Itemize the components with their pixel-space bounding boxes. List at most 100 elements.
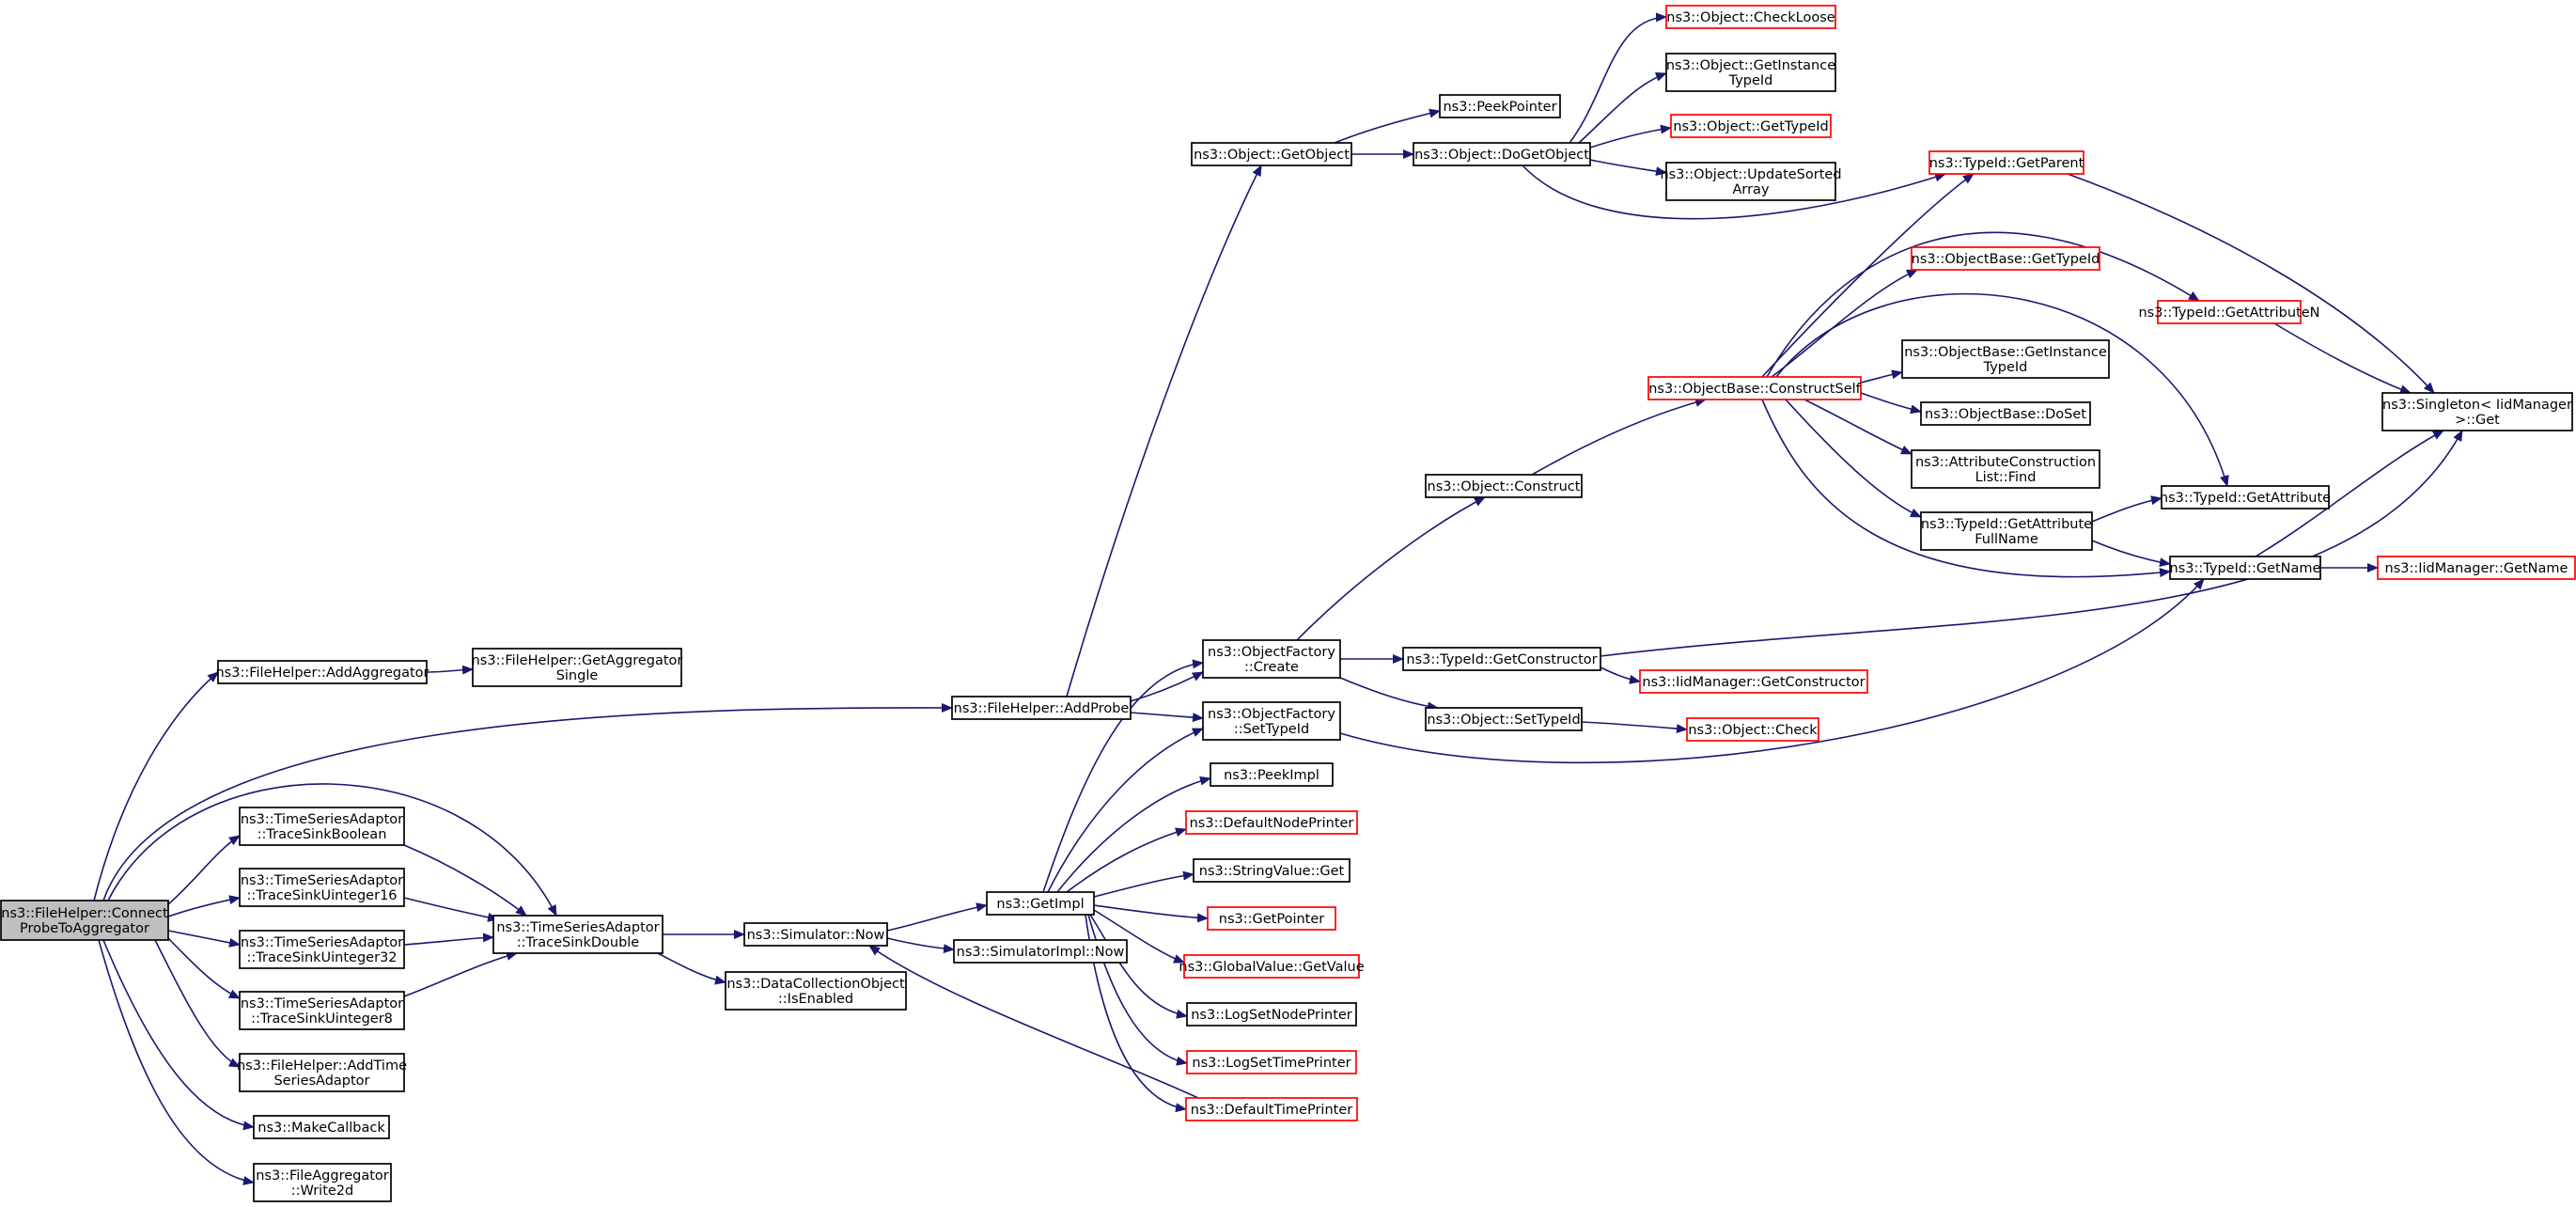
node-type-id-get-parent[interactable]: ns3::TypeId::GetParent [1928,150,2084,175]
node-global-value-get-value[interactable]: ns3::GlobalValue::GetValue [1179,954,1365,979]
node-label: ns3::LogSetNodePrinter [1191,1008,1352,1023]
node-log-set-time-printer[interactable]: ns3::LogSetTimePrinter [1186,1050,1357,1074]
node-string-value-get[interactable]: ns3::StringValue::Get [1193,858,1350,883]
node-label: ::TraceSinkUinteger32 [246,950,397,965]
edge-path [1522,165,1946,220]
node-label: ns3::TypeId::GetParent [1929,156,2084,171]
node-label: ns3::FileAggregator [256,1168,389,1183]
node-trace-sink-uinteger8[interactable]: ns3::TimeSeriesAdaptor::TraceSinkUintege… [239,991,405,1030]
node-simulator-now[interactable]: ns3::Simulator::Now [743,922,888,947]
node-object-construct[interactable]: ns3::Object::Construct [1425,474,1583,498]
edge-path [1531,398,1707,476]
node-simulator-impl-now[interactable]: ns3::SimulatorImpl::Now [953,939,1128,964]
node-object-base-do-set[interactable]: ns3::ObjectBase::DoSet [1920,401,2091,426]
node-peek-impl[interactable]: ns3::PeekImpl [1210,762,1334,787]
node-box [1185,1097,1358,1121]
node-label: ns3::ObjectFactory [1208,645,1335,660]
node-get-impl[interactable]: ns3::GetImpl [986,891,1095,916]
node-label: ns3::Object::GetTypeId [1673,119,1828,134]
node-box [1665,162,1836,201]
node-make-callback[interactable]: ns3::MakeCallback [253,1115,390,1139]
node-label: ns3::PeekImpl [1224,768,1319,783]
call-edge-get-impl-to-object-factory-set-type-id [1047,728,1204,893]
node-data-collection-is-enabled[interactable]: ns3::DataCollectionObject::IsEnabled [725,971,907,1011]
node-label: ns3::TimeSeriesAdaptor [241,873,403,888]
call-edge-type-id-get-constructor-to-singleton-iid-manager-get [1600,430,2463,657]
node-iid-manager-get-name[interactable]: ns3::IidManager::GetName [2377,556,2576,580]
node-object-check[interactable]: ns3::Object::Check [1686,717,1819,742]
node-trace-sink-uinteger16[interactable]: ns3::TimeSeriesAdaptor::TraceSinkUintege… [239,868,405,907]
node-get-pointer[interactable]: ns3::GetPointer [1207,906,1336,931]
edge-path [102,939,255,1131]
node-object-do-get-object[interactable]: ns3::Object::DoGetObject [1413,142,1591,166]
node-box [1425,474,1583,498]
node-label: TypeId [1728,73,1773,88]
node-label: ns3::FileHelper::GetAggregator [472,653,683,668]
edge-path [868,945,1199,1099]
node-type-id-get-name[interactable]: ns3::TypeId::GetName [2169,556,2321,580]
node-peek-pointer[interactable]: ns3::PeekPointer [1439,94,1561,118]
node-box [239,807,405,846]
node-box [2157,300,2302,324]
edge-path [1066,165,1262,698]
call-edge-object-base-construct-self-to-type-id-get-attribute [1775,292,2229,487]
node-box [1191,142,1352,166]
node-box [725,971,907,1011]
node-label: ns3::DataCollectionObject [726,977,905,992]
node-box [1665,5,1836,29]
node-label: ::TraceSinkUinteger16 [246,888,397,903]
call-edge-type-id-get-parent-to-singleton-iid-manager-get [2067,173,2435,394]
node-label: ns3::PeekPointer [1443,100,1556,115]
node-trace-sink-double[interactable]: ns3::TimeSeriesAdaptor::TraceSinkDouble [492,915,664,954]
edge-path [167,895,241,917]
node-box [1402,647,1601,671]
call-edge-connect-probe-to-trace-sink-uinteger16 [167,895,241,917]
node-object-get-type-id[interactable]: ns3::Object::GetTypeId [1670,114,1832,138]
call-edge-object-base-construct-self-to-type-id-get-name [1761,399,2171,578]
node-box [239,930,405,969]
edge-path [1600,666,1641,684]
edge-path [1089,914,1188,1019]
node-label: ns3::ObjectBase::GetInstance [1904,345,2107,360]
node-type-id-get-attribute[interactable]: ns3::TypeId::GetAttribute [2160,485,2331,509]
node-object-get-object[interactable]: ns3::Object::GetObject [1191,142,1352,166]
node-trace-sink-uinteger32[interactable]: ns3::TimeSeriesAdaptor::TraceSinkUintege… [239,930,405,969]
call-edge-add-probe-to-object-factory-set-type-id [1130,712,1204,723]
call-edge-type-id-get-attribute-n-to-singleton-iid-manager-get [2273,322,2412,394]
edge-path [154,939,241,1068]
node-object-base-get-type-id[interactable]: ns3::ObjectBase::GetTypeId [1911,246,2100,271]
node-label: ns3::Object::Check [1688,723,1818,738]
node-object-factory-create[interactable]: ns3::ObjectFactory::Create [1202,639,1341,679]
node-add-probe[interactable]: ns3::FileHelper::AddProbe [951,696,1132,720]
call-edge-add-probe-to-object-get-object [1066,165,1262,698]
edge-path [403,844,527,917]
node-object-set-type-id[interactable]: ns3::Object::SetTypeId [1425,707,1583,731]
node-box [1920,401,2091,426]
node-label: ns3::IidManager::GetName [2385,561,2568,576]
call-edge-object-base-construct-self-to-object-base-get-type-id [1771,269,1918,378]
node-object-check-loose[interactable]: ns3::Object::CheckLoose [1665,5,1836,29]
edge-path [1093,870,1194,898]
node-file-aggregator-write2d[interactable]: ns3::FileAggregator::Write2d [253,1163,392,1202]
node-type-id-get-attribute-n[interactable]: ns3::TypeId::GetAttributeN [2138,300,2320,324]
node-add-aggregator[interactable]: ns3::FileHelper::AddAggregator [215,660,429,684]
node-iid-manager-get-constructor[interactable]: ns3::IidManager::GetConstructor [1639,669,1868,694]
node-label: ns3::Object::SetTypeId [1427,713,1580,728]
node-object-factory-set-type-id[interactable]: ns3::ObjectFactory::SetTypeId [1202,701,1341,741]
node-type-id-get-constructor[interactable]: ns3::TypeId::GetConstructor [1402,647,1601,671]
call-edge-add-aggregator-to-get-aggregator-single [426,665,474,675]
node-trace-sink-boolean[interactable]: ns3::TimeSeriesAdaptor::TraceSinkBoolean [239,807,405,846]
node-object-base-construct-self[interactable]: ns3::ObjectBase::ConstructSelf [1647,376,1862,400]
node-default-time-printer[interactable]: ns3::DefaultTimePrinter [1185,1097,1358,1121]
node-log-set-node-printer[interactable]: ns3::LogSetNodePrinter [1186,1002,1357,1027]
edge-path [657,952,726,985]
node-singleton-iid-manager-get[interactable]: ns3::Singleton< IidManager >::Get [2381,392,2573,431]
node-default-node-printer[interactable]: ns3::DefaultNodePrinter [1185,810,1358,835]
